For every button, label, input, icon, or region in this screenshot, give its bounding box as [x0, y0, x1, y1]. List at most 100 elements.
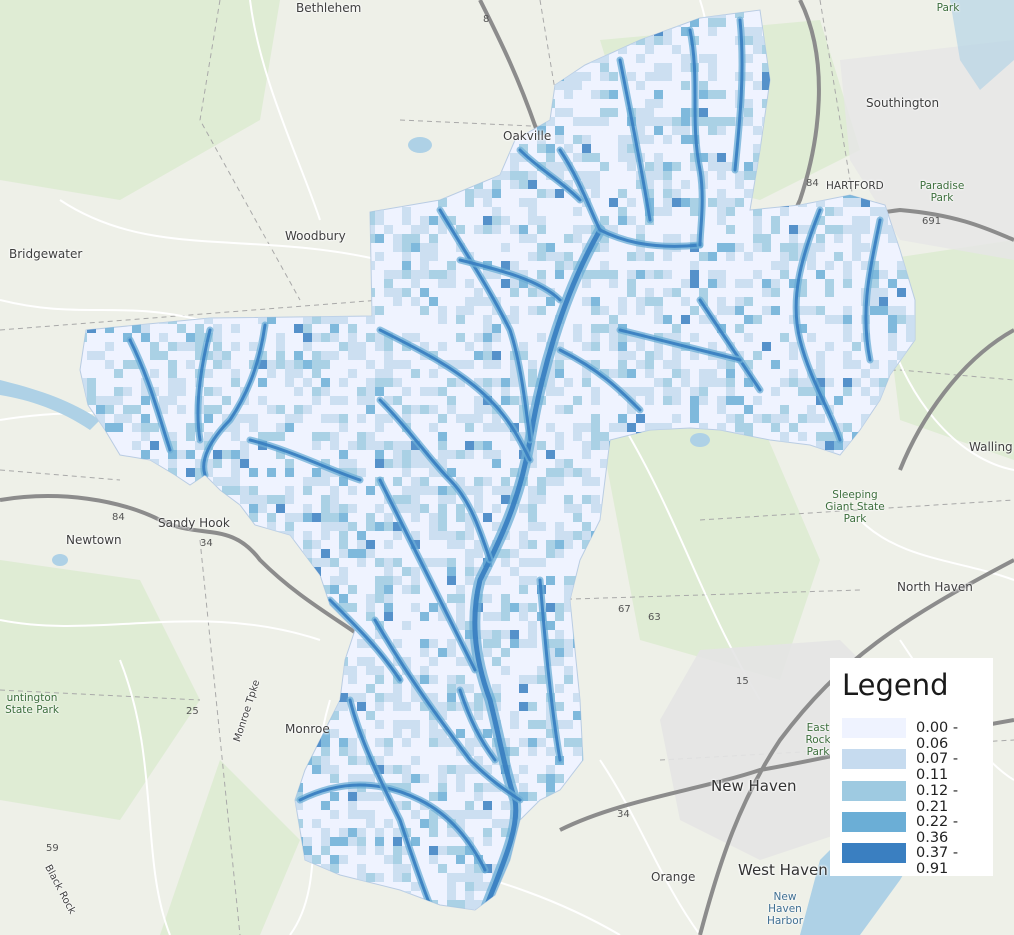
prob-cell	[573, 513, 582, 522]
prob-cell	[519, 504, 528, 513]
prob-cell	[672, 360, 681, 369]
prob-cell	[654, 99, 663, 108]
prob-cell	[591, 441, 600, 450]
prob-cell	[366, 711, 375, 720]
prob-cell	[663, 378, 672, 387]
legend-label-3: 0.12 - 0.21	[916, 783, 959, 815]
prob-cell	[321, 828, 330, 837]
minor-road	[0, 619, 321, 641]
prob-cell	[465, 738, 474, 747]
prob-cell	[312, 351, 321, 360]
prob-cell	[402, 387, 411, 396]
prob-cell	[852, 198, 861, 207]
prob-cell	[852, 243, 861, 252]
prob-cell	[897, 270, 906, 279]
prob-cell	[627, 279, 636, 288]
prob-cell	[339, 342, 348, 351]
prob-cell	[402, 621, 411, 630]
prob-cell	[735, 297, 744, 306]
prob-cell	[411, 270, 420, 279]
prob-cell	[762, 414, 771, 423]
prob-cell	[177, 324, 186, 333]
prob-cell	[420, 306, 429, 315]
prob-cell	[366, 612, 375, 621]
prob-cell	[771, 360, 780, 369]
prob-cell	[429, 819, 438, 828]
prob-cell	[888, 315, 897, 324]
prob-cell	[168, 342, 177, 351]
prob-cell	[438, 729, 447, 738]
prob-cell	[591, 396, 600, 405]
stream-core	[558, 148, 702, 248]
prob-cell	[816, 441, 825, 450]
highway-shield-25: 25	[186, 706, 199, 717]
prob-cell	[213, 342, 222, 351]
prob-cell	[411, 729, 420, 738]
prob-cell	[870, 207, 879, 216]
prob-cell	[384, 414, 393, 423]
legend-class-3: 0.12 - 0.21	[842, 781, 992, 815]
prob-cell	[879, 270, 888, 279]
prob-cell	[744, 378, 753, 387]
prob-cell	[402, 270, 411, 279]
prob-cell	[456, 477, 465, 486]
prob-cell	[654, 126, 663, 135]
prob-cell	[888, 279, 897, 288]
place-label-north-haven: North Haven	[897, 580, 973, 594]
prob-cell	[249, 495, 258, 504]
prob-cell	[375, 306, 384, 315]
prob-cell	[321, 729, 330, 738]
prob-cell	[294, 369, 303, 378]
prob-cell	[537, 306, 546, 315]
prob-cell	[636, 126, 645, 135]
prob-cell	[627, 270, 636, 279]
prob-cell	[357, 387, 366, 396]
prob-cell	[456, 900, 465, 909]
prob-cell	[708, 27, 717, 36]
prob-cell	[690, 387, 699, 396]
prob-cell	[744, 36, 753, 45]
prob-cell	[438, 315, 447, 324]
prob-cell	[555, 468, 564, 477]
prob-cell	[546, 540, 555, 549]
prob-cell	[429, 270, 438, 279]
prob-cell	[87, 378, 96, 387]
prob-cell	[528, 738, 537, 747]
prob-cell	[258, 495, 267, 504]
prob-cell	[483, 360, 492, 369]
prob-cell	[492, 207, 501, 216]
prob-cell	[897, 306, 906, 315]
prob-cell	[249, 513, 258, 522]
prob-cell	[465, 873, 474, 882]
prob-cell	[537, 441, 546, 450]
prob-cell	[636, 108, 645, 117]
prob-cell	[744, 54, 753, 63]
prob-cell	[564, 639, 573, 648]
prob-cell	[447, 675, 456, 684]
prob-cell	[303, 504, 312, 513]
prob-cell	[348, 774, 357, 783]
prob-cell	[519, 342, 528, 351]
prob-cell	[438, 702, 447, 711]
prob-cell	[681, 378, 690, 387]
prob-cell	[447, 576, 456, 585]
prob-cell	[555, 360, 564, 369]
prob-cell	[519, 675, 528, 684]
prob-cell	[348, 468, 357, 477]
prob-cell	[384, 765, 393, 774]
prob-cell	[447, 486, 456, 495]
prob-cell	[501, 216, 510, 225]
prob-cell	[321, 414, 330, 423]
prob-cell	[618, 369, 627, 378]
prob-cell	[735, 423, 744, 432]
prob-cell	[420, 288, 429, 297]
prob-cell	[600, 72, 609, 81]
prob-cell	[546, 765, 555, 774]
prob-cell	[708, 126, 717, 135]
prob-cell	[438, 495, 447, 504]
prob-cell	[537, 738, 546, 747]
prob-cell	[735, 198, 744, 207]
prob-cell	[285, 369, 294, 378]
prob-cell	[429, 423, 438, 432]
